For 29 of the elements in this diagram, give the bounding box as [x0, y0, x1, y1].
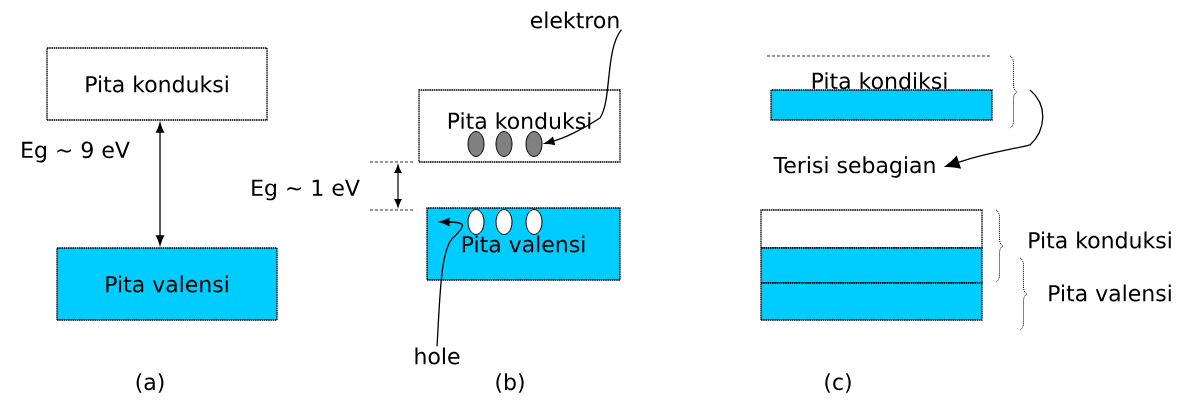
- band-label: Pita valensi: [1049, 284, 1171, 302]
- band-box: [760, 282, 983, 321]
- arrow: [156, 122, 165, 246]
- panel-label: (a): [136, 373, 164, 393]
- band-drawing: Pita kondiksi: [766, 55, 993, 121]
- panel-label: (c): [825, 373, 851, 393]
- ellipse: [467, 131, 485, 157]
- ellipse: [525, 131, 543, 157]
- ellipse: [495, 209, 513, 235]
- band-box: Pita valensi: [426, 207, 621, 281]
- band-box: Pita valensi: [56, 247, 278, 321]
- callout-text: elektron: [530, 11, 619, 29]
- node-label: Pita kondiksi: [812, 72, 947, 90]
- band-box: Pita konduksi: [46, 47, 268, 121]
- band-box: [760, 209, 983, 249]
- band-box: Pita konduksi: [418, 89, 621, 163]
- callout-text: Terisi sebagian: [773, 156, 935, 178]
- band-label: Pita konduksi: [1029, 231, 1171, 249]
- gap-label: Eg ~ 1 eV: [252, 179, 360, 201]
- callout-text: hole: [415, 347, 460, 365]
- edge-label: Eg ~ 9 eV: [22, 141, 130, 163]
- arrow: [544, 29, 623, 145]
- ellipse: [467, 209, 485, 235]
- arrow: [945, 89, 1044, 169]
- ellipse: [525, 209, 543, 235]
- arrow: [436, 217, 464, 347]
- band-box: [760, 247, 983, 284]
- panel-label: (b): [496, 373, 524, 393]
- ellipse: [495, 131, 513, 157]
